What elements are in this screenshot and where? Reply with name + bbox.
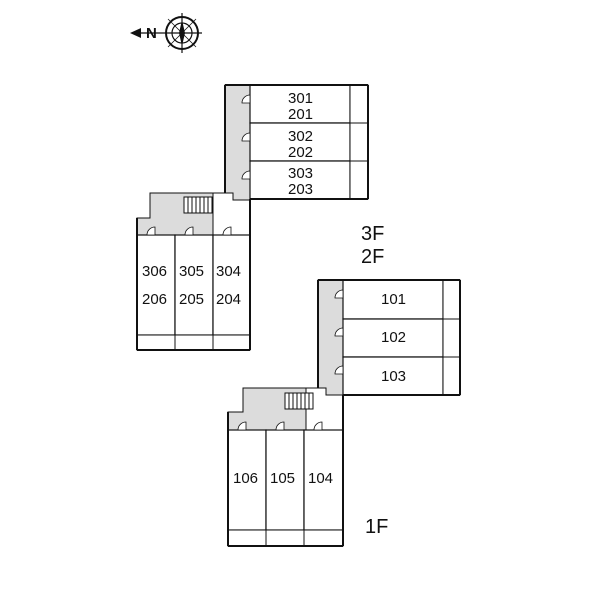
unit-203-label: 203 bbox=[288, 181, 313, 198]
floor-label-2f: 2F bbox=[361, 246, 384, 268]
unit-201-label: 201 bbox=[288, 106, 313, 123]
unit-102-label: 102 bbox=[381, 329, 406, 346]
unit-105 bbox=[265, 429, 305, 531]
floor-label-1f: 1F bbox=[365, 516, 388, 538]
unit-303-label: 303 bbox=[288, 165, 313, 182]
unit-305-205 bbox=[174, 234, 214, 336]
unit-306-206 bbox=[136, 234, 176, 336]
unit-101 bbox=[342, 279, 444, 320]
upper-south-units: 306 206 305 205 304 204 bbox=[136, 226, 251, 351]
north-letter: N bbox=[146, 25, 157, 42]
unit-104-label: 104 bbox=[308, 470, 333, 487]
unit-306-label: 306 bbox=[142, 263, 167, 280]
unit-206-label: 206 bbox=[142, 291, 167, 308]
unit-305-label: 305 bbox=[179, 263, 204, 280]
unit-301-label: 301 bbox=[288, 90, 313, 107]
unit-105-label: 105 bbox=[270, 470, 295, 487]
compass-rose-icon bbox=[162, 13, 202, 53]
unit-202-label: 202 bbox=[288, 144, 313, 161]
unit-302-label: 302 bbox=[288, 128, 313, 145]
north-arrow-icon bbox=[130, 28, 162, 38]
unit-104 bbox=[303, 429, 344, 531]
unit-103-label: 103 bbox=[381, 368, 406, 385]
unit-101-label: 101 bbox=[381, 291, 406, 308]
unit-106 bbox=[227, 429, 267, 531]
ground-east-units: 101 102 103 bbox=[334, 279, 461, 396]
unit-304-label: 304 bbox=[216, 263, 241, 280]
unit-304-204 bbox=[212, 234, 251, 336]
unit-102 bbox=[342, 318, 444, 358]
compass: N bbox=[130, 13, 202, 53]
floor-label-3f: 3F bbox=[361, 223, 384, 245]
unit-204-label: 204 bbox=[216, 291, 241, 308]
unit-205-label: 205 bbox=[179, 291, 204, 308]
upper-east-units: 301 201 302 202 303 203 bbox=[241, 84, 369, 200]
unit-106-label: 106 bbox=[233, 470, 258, 487]
ground-south-units: 106 105 104 bbox=[227, 421, 344, 547]
ground-stairs bbox=[284, 392, 314, 410]
unit-303-203 bbox=[249, 160, 351, 200]
upper-floors-building: 301 201 302 202 303 203 306 206 305 205 … bbox=[136, 84, 369, 351]
unit-302-202 bbox=[249, 122, 351, 162]
upper-stairs bbox=[183, 196, 213, 214]
ground-floor-building: 101 102 103 106 105 104 bbox=[227, 279, 461, 547]
